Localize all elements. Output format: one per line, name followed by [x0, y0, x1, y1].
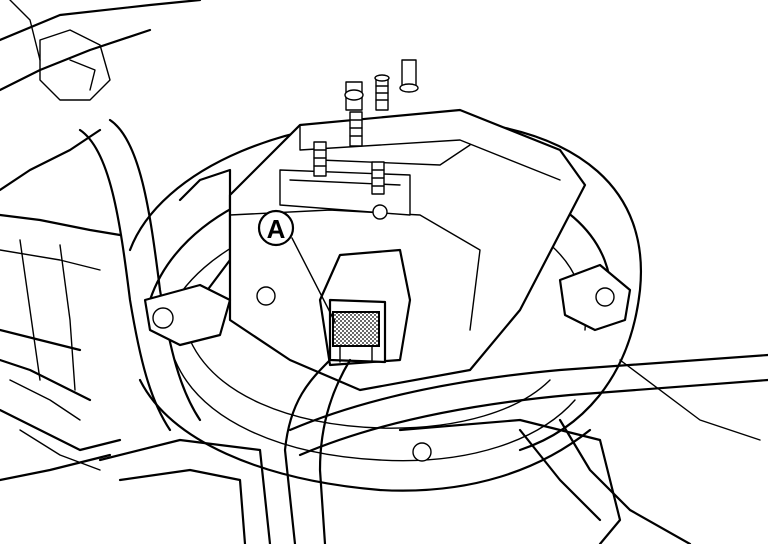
wiring-harness	[78, 118, 768, 544]
resistor-plate	[228, 108, 587, 392]
stud-4	[313, 141, 327, 177]
stud-6	[399, 59, 419, 93]
stud-1	[374, 74, 390, 111]
left-bracket	[143, 283, 276, 347]
callout-label: A	[267, 214, 286, 244]
right-bracket	[558, 263, 632, 332]
callout-circle	[257, 209, 295, 247]
stud-2	[344, 81, 364, 111]
connector-terminal	[332, 311, 380, 347]
callout-leader	[291, 237, 336, 323]
stud-3	[349, 111, 363, 147]
stud-5	[371, 161, 385, 195]
callout-a: A	[257, 209, 336, 323]
lower-housing	[98, 359, 761, 544]
harness-connector	[318, 248, 412, 367]
mounting-studs	[313, 59, 419, 220]
plate-screw	[372, 204, 388, 220]
left-housing	[0, 0, 202, 482]
